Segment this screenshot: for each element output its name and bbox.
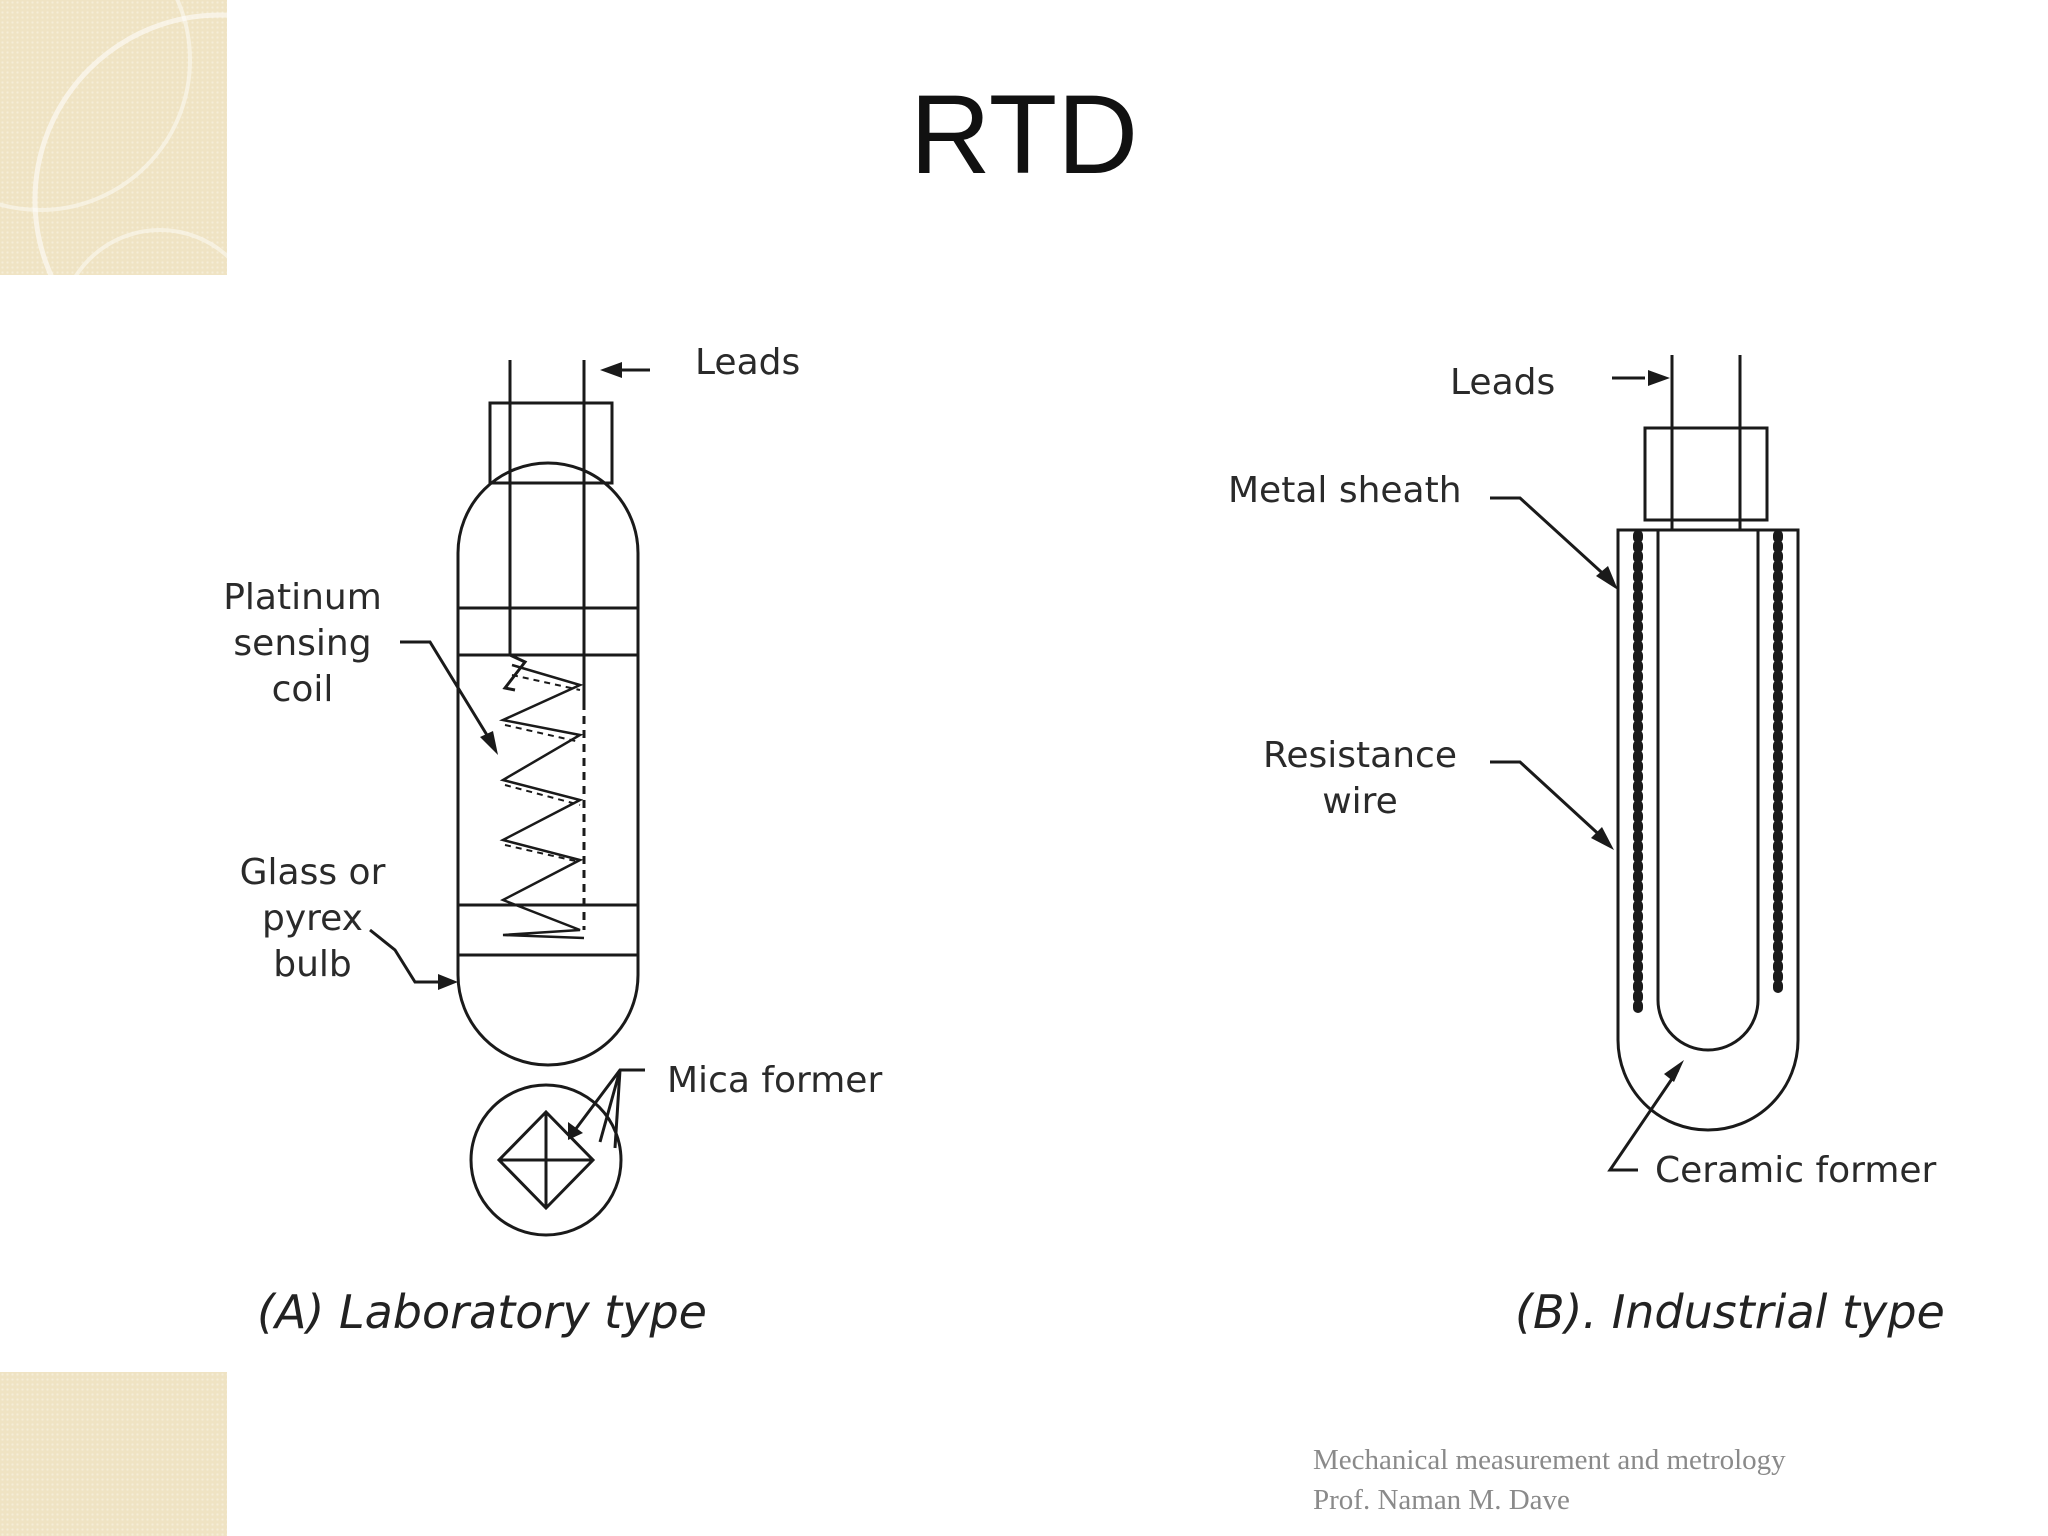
industrial-rtd-drawing bbox=[1490, 355, 1800, 1172]
footer-credits: Mechanical measurement and metrology Pro… bbox=[1313, 1440, 1786, 1520]
label-mica-former: Mica former bbox=[667, 1060, 883, 1101]
label-resistance-wire-line1: Resistance bbox=[1263, 735, 1457, 776]
label-glass-bulb-line2: pyrex bbox=[262, 898, 363, 939]
label-platinum-coil-line2: sensing bbox=[233, 623, 372, 664]
footer-course: Mechanical measurement and metrology bbox=[1313, 1444, 1786, 1476]
slide-title: RTD bbox=[909, 72, 1139, 197]
industrial-rtd-diagram: Leads Metal sheath Resistance wire Ceram… bbox=[1200, 290, 2000, 1339]
footer-author: Prof. Naman M. Dave bbox=[1313, 1484, 1570, 1516]
laboratory-rtd-drawing bbox=[369, 360, 650, 1237]
platinum-coil bbox=[498, 663, 585, 940]
ceramic-former-outline bbox=[1656, 530, 1760, 1052]
label-glass-bulb-line1: Glass or bbox=[239, 852, 386, 893]
decorative-corner-top bbox=[0, 0, 227, 275]
label-platinum-coil-line1: Platinum bbox=[223, 577, 382, 618]
glass-bulb-outline bbox=[456, 461, 640, 1067]
metal-sheath-outline bbox=[1616, 528, 1800, 1132]
mica-former-section bbox=[469, 1083, 623, 1237]
label-ceramic-former: Ceramic former bbox=[1655, 1150, 1937, 1191]
label-resistance-wire-line2: wire bbox=[1322, 781, 1398, 822]
label-leads-a: Leads bbox=[695, 342, 801, 383]
label-platinum-coil: Platinum sensing coil bbox=[210, 575, 395, 713]
laboratory-rtd-diagram: Leads Platinum sensing coil Glass or pyr… bbox=[200, 290, 940, 1339]
sheath-head bbox=[1643, 426, 1769, 522]
label-leads-b: Leads bbox=[1450, 362, 1556, 403]
label-platinum-coil-line3: coil bbox=[271, 669, 334, 710]
label-resistance-wire: Resistance wire bbox=[1245, 733, 1475, 825]
bulb-stem bbox=[488, 401, 614, 485]
label-glass-bulb: Glass or pyrex bulb bbox=[230, 850, 395, 988]
label-glass-bulb-line3: bulb bbox=[273, 944, 352, 985]
label-metal-sheath: Metal sheath bbox=[1228, 470, 1462, 511]
lead-kink bbox=[502, 653, 528, 692]
decorative-corner-bottom bbox=[0, 1372, 227, 1536]
caption-industrial-type: (B). Industrial type bbox=[1515, 1285, 1945, 1339]
decorative-arcs bbox=[0, 0, 227, 275]
caption-laboratory-type: (A) Laboratory type bbox=[257, 1285, 707, 1339]
